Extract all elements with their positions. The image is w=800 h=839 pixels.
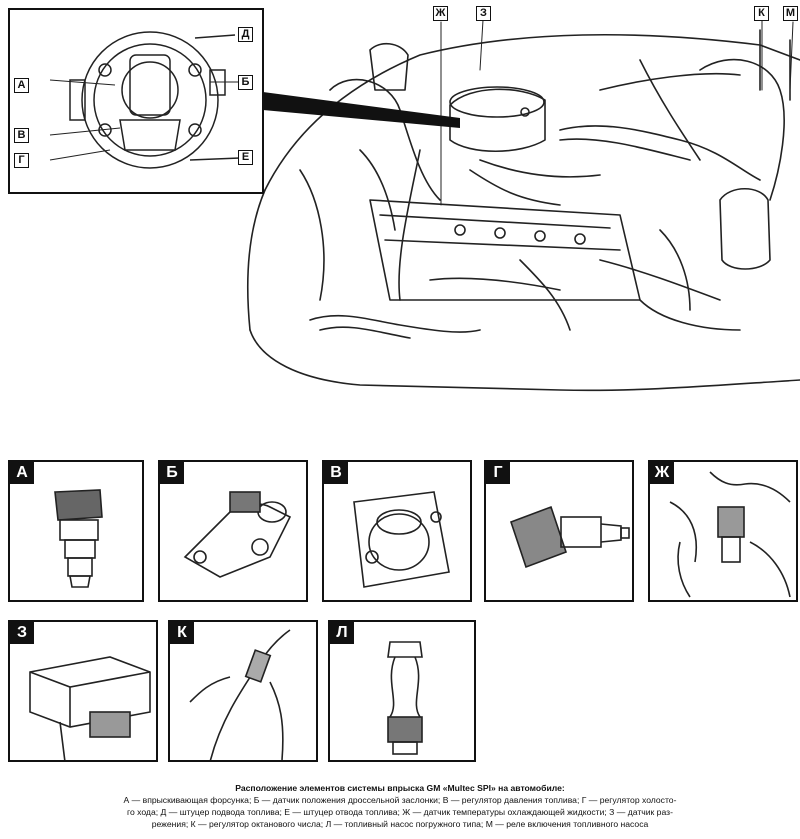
main-label-m: М — [783, 6, 798, 21]
throttle-body-inset: А В Г Д Б Е — [8, 8, 264, 194]
panel-tag-a: А — [10, 462, 34, 484]
panel-b: Б — [158, 460, 308, 602]
caption-line-3: режения; К — регулятор октанового числа;… — [151, 819, 649, 829]
panel-tag-k: К — [170, 622, 194, 644]
panel-k: К — [168, 620, 318, 762]
panel-l: Л — [328, 620, 476, 762]
inset-label-v: В — [14, 128, 29, 143]
fuel-pump-drawing — [387, 641, 423, 755]
inset-label-e: Е — [238, 150, 253, 165]
main-label-k: К — [754, 6, 769, 21]
throttle-sensor-drawing — [183, 491, 292, 578]
coolant-sensor-drawing — [669, 471, 791, 598]
engine-bay-drawing — [247, 19, 800, 392]
caption-title: Расположение элементов системы впрыска G… — [235, 783, 565, 793]
panel-g: Г — [484, 460, 634, 602]
octane-regulator-drawing — [189, 629, 291, 760]
injector-drawing — [54, 489, 103, 588]
inset-label-g: Г — [14, 153, 29, 168]
panel-tag-z: З — [10, 622, 34, 644]
caption-line-2: го хода; Д — штуцер подвода топлива; Е —… — [127, 807, 673, 817]
panel-tag-zh: Ж — [650, 462, 674, 484]
inset-label-d: Д — [238, 27, 253, 42]
pressure-regulator-drawing — [353, 491, 450, 588]
main-label-zh: Ж — [433, 6, 448, 21]
inset-label-b: Б — [238, 75, 253, 90]
panel-tag-v: В — [324, 462, 348, 484]
panel-a: А — [8, 460, 144, 602]
throttle-body-drawing — [49, 31, 241, 169]
vacuum-sensor-drawing — [29, 656, 151, 760]
panel-tag-l: Л — [330, 622, 354, 644]
panel-zh: Ж — [648, 460, 798, 602]
main-label-z: З — [476, 6, 491, 21]
panel-z: З — [8, 620, 158, 762]
figure-caption: Расположение элементов системы впрыска G… — [0, 782, 800, 830]
inset-label-a: А — [14, 78, 29, 93]
idle-regulator-drawing — [509, 505, 630, 569]
caption-line-1: А — впрыскивающая форсунка; Б — датчик п… — [123, 795, 677, 805]
panel-v: В — [322, 460, 472, 602]
panel-tag-g: Г — [486, 462, 510, 484]
panel-tag-b: Б — [160, 462, 184, 484]
